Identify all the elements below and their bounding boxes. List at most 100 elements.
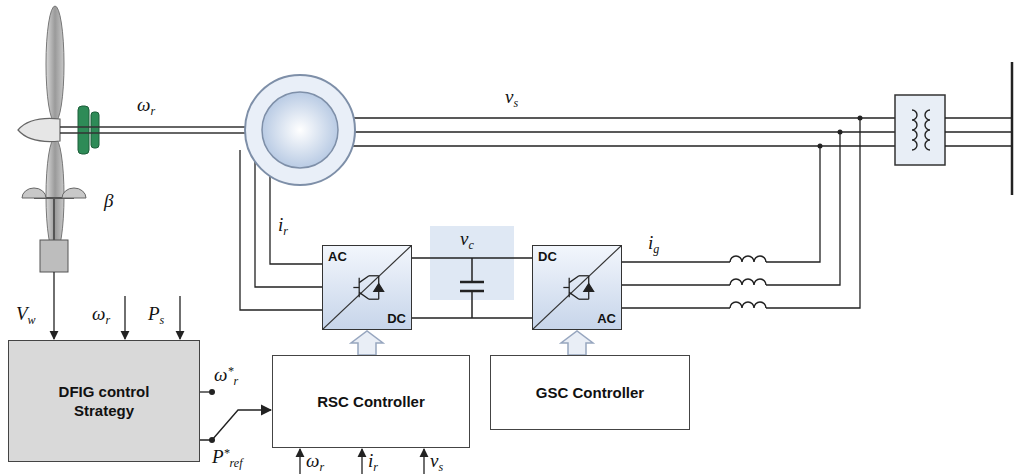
- dc-capacitor: [460, 281, 484, 284]
- signal-label: ir: [368, 450, 378, 475]
- box-title: RSC Controller: [317, 392, 425, 412]
- dc-link-region: [430, 226, 514, 300]
- grid-side-lines: [622, 261, 730, 262]
- grid-bus: [1011, 62, 1014, 195]
- stator-lines: [340, 118, 895, 146]
- junction-dot: [838, 130, 843, 135]
- dc-capacitor: [471, 291, 473, 318]
- grid-bus: [945, 62, 1012, 195]
- signal-label: ωr: [306, 450, 324, 475]
- anemometer: [22, 188, 86, 272]
- signal-label: r: [373, 460, 378, 474]
- controller-box: GSC Controller: [490, 355, 690, 430]
- signal-label: ωr: [137, 94, 155, 119]
- dc-capacitor: [471, 258, 473, 282]
- signal-label: g: [653, 242, 659, 256]
- signal-label: P*ref: [212, 446, 243, 471]
- transformer: [895, 95, 945, 165]
- anemometer: [53, 198, 55, 240]
- converter-symbol: [579, 299, 589, 300]
- shaft: [60, 127, 262, 133]
- converter-symbol: [353, 276, 383, 299]
- transformer: [925, 110, 930, 150]
- junction-dot: [858, 116, 863, 121]
- signal-label: r: [233, 374, 238, 388]
- dc-capacitor: [460, 258, 484, 318]
- stator-lines: [340, 145, 895, 146]
- box-title: GSC Controller: [536, 383, 644, 403]
- signal-label: ir: [278, 214, 288, 239]
- signal-label: ref: [230, 456, 243, 470]
- stator-lines: [340, 131, 895, 132]
- signal-label: vc: [460, 228, 474, 253]
- grid-bus: [945, 131, 1012, 132]
- signal-label: ωr: [92, 303, 110, 328]
- signal-label: c: [468, 238, 473, 252]
- control-strategy-box: DFIG control Strategy: [8, 340, 200, 462]
- filter-inductor: [730, 279, 766, 285]
- signal-label: s: [513, 96, 518, 110]
- converter-symbol: [369, 299, 379, 300]
- converter-symbol: [359, 276, 369, 283]
- converter-symbol: [533, 246, 621, 329]
- junction-dot: [818, 116, 863, 149]
- converter-symbol: [563, 276, 593, 299]
- grid-side-lines: [766, 146, 820, 262]
- converter-symbol: [369, 275, 379, 276]
- converter-symbol: [353, 287, 359, 288]
- converter-symbol: [359, 292, 369, 299]
- grid-bus: [945, 145, 1012, 146]
- signal-label: vs: [505, 86, 518, 111]
- dfig-generator: [245, 75, 355, 185]
- converter-port-label: AC: [597, 311, 616, 326]
- converter-symbol: [584, 284, 594, 292]
- grid-side-lines: [766, 118, 860, 308]
- grid-side-lines: [622, 118, 860, 308]
- rotor-side-converter: AC DC: [322, 245, 412, 330]
- signal-input-arrow: [299, 449, 300, 474]
- signal-label: Vw: [16, 303, 36, 328]
- dc-link-bus: [412, 258, 532, 318]
- signal-input-arrow: [423, 449, 424, 474]
- transformer: [895, 95, 945, 165]
- signal-input-arrow: [53, 272, 54, 339]
- grid-side-lines: [622, 284, 730, 285]
- converter-port-label: DC: [538, 249, 557, 264]
- converter-symbol: [374, 284, 384, 292]
- stator-lines: [340, 117, 895, 118]
- wind-turbine-rotor: [78, 106, 89, 154]
- signal-label: s: [438, 460, 443, 474]
- signal-label: w: [28, 313, 36, 327]
- signal-label: *: [227, 364, 233, 378]
- signal-label: r: [150, 104, 155, 118]
- filter-inductor: [730, 256, 766, 308]
- converter-port-label: AC: [328, 249, 347, 264]
- box-title: DFIG control Strategy: [44, 382, 164, 421]
- converter-symbol: [563, 287, 569, 288]
- control-signal-arrow: [351, 331, 383, 355]
- signal-input-arrow: [361, 449, 362, 474]
- dfig-generator: [245, 75, 355, 185]
- converter-symbol: [579, 275, 589, 276]
- junction-dot: [818, 144, 823, 149]
- filter-inductor: [730, 302, 766, 308]
- grid-side-lines: [766, 132, 840, 285]
- selector-switch: [209, 389, 215, 395]
- signal-label: r: [283, 224, 288, 238]
- signal-label: vs: [430, 450, 443, 475]
- dfig-generator: [262, 92, 338, 168]
- signal-label: ω*r: [214, 364, 238, 389]
- anemometer: [22, 188, 46, 198]
- shaft: [60, 132, 262, 133]
- signal-label: *: [224, 446, 230, 460]
- anemometer: [62, 188, 86, 198]
- signal-label: Ps: [148, 303, 164, 328]
- signal-input-arrow: [179, 296, 180, 339]
- signal-label: ig: [648, 232, 659, 257]
- wind-turbine-rotor: [18, 118, 60, 141]
- grid-side-lines: [622, 307, 730, 308]
- converter-port-label: DC: [387, 311, 406, 326]
- converter-symbol: [323, 246, 411, 329]
- switched-reference-line: [200, 410, 271, 440]
- wind-turbine-rotor: [46, 6, 64, 122]
